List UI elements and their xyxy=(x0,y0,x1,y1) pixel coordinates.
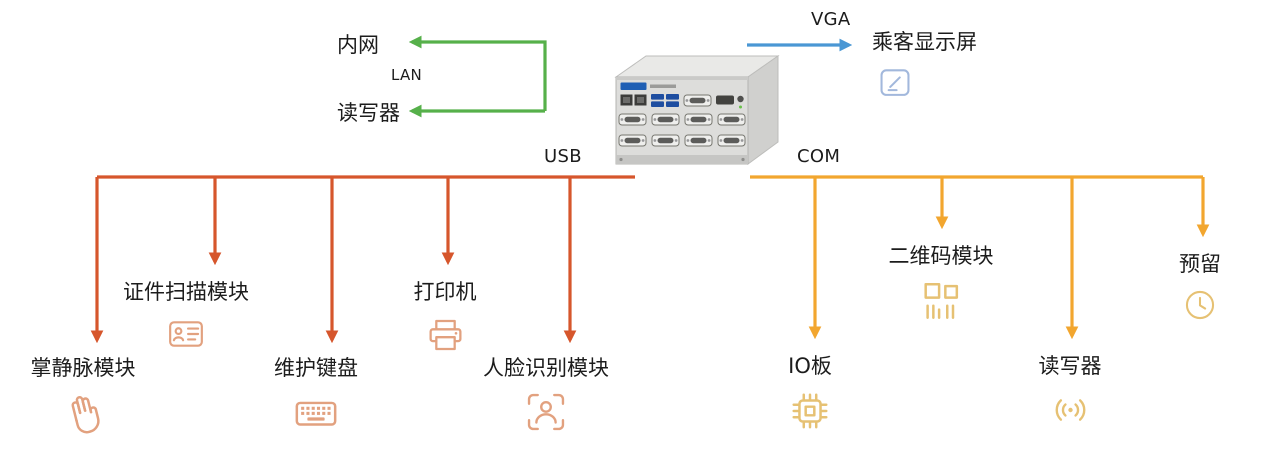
node-maintenance-keyboard: 维护键盘 xyxy=(274,352,358,436)
usb-connection-lines xyxy=(90,175,635,344)
node-label: 预留 xyxy=(1179,252,1221,276)
power-button xyxy=(737,95,744,103)
node-passenger-display: 乘客显示屏 xyxy=(872,26,977,102)
industrial-pc-image xyxy=(614,55,780,165)
clock-icon xyxy=(1185,290,1215,320)
node-label: 打印机 xyxy=(413,280,477,304)
chip-icon xyxy=(792,393,828,429)
com-connection-lines xyxy=(750,175,1210,340)
usb-port xyxy=(666,101,679,107)
node-printer: 打印机 xyxy=(414,276,477,356)
brand-logo-strip xyxy=(620,82,647,90)
node-label: 人脸识别模块 xyxy=(483,356,609,380)
node-lan-reader: 读写器 xyxy=(337,101,400,125)
id-card-icon xyxy=(169,321,203,347)
node-label: IO板 xyxy=(788,354,832,378)
node-label: 二维码模块 xyxy=(888,244,994,268)
lan-connection-lines xyxy=(408,35,547,118)
rfid-signal-icon xyxy=(1055,399,1085,421)
node-io-board: IO板 xyxy=(787,350,833,434)
node-com-reader: 读写器 xyxy=(1039,350,1102,432)
node-id-scanner: 证件扫描模块 xyxy=(123,276,249,354)
display-port xyxy=(716,95,734,105)
face-scan-icon xyxy=(527,393,565,431)
usb-bus-label: USB xyxy=(544,146,582,167)
node-label: 证件扫描模块 xyxy=(123,280,249,304)
lan-bus-label: LAN xyxy=(391,66,423,84)
keyboard-icon xyxy=(295,401,337,426)
node-face-recognition: 人脸识别模块 xyxy=(483,352,609,434)
com-bus-label: COM xyxy=(797,146,841,167)
node-label: 掌静脉模块 xyxy=(30,356,136,380)
palm-icon xyxy=(71,396,100,434)
usb-port xyxy=(651,101,664,107)
node-label: 维护键盘 xyxy=(274,356,358,380)
qr-code-icon xyxy=(923,282,958,320)
node-reserved: 预留 xyxy=(1179,248,1221,324)
node-qr-module: 二维码模块 xyxy=(889,240,994,324)
display-icon xyxy=(880,69,910,96)
usb-port xyxy=(651,94,664,100)
printer-icon xyxy=(428,319,462,351)
node-label: 乘客显示屏 xyxy=(872,30,977,54)
status-led xyxy=(739,105,742,109)
usb-port xyxy=(666,94,679,100)
node-intranet: 内网 xyxy=(337,33,379,57)
node-label: 读写器 xyxy=(1038,354,1102,378)
node-palm-vein: 掌静脉模块 xyxy=(31,352,136,436)
vga-bus-label: VGA xyxy=(811,9,851,30)
